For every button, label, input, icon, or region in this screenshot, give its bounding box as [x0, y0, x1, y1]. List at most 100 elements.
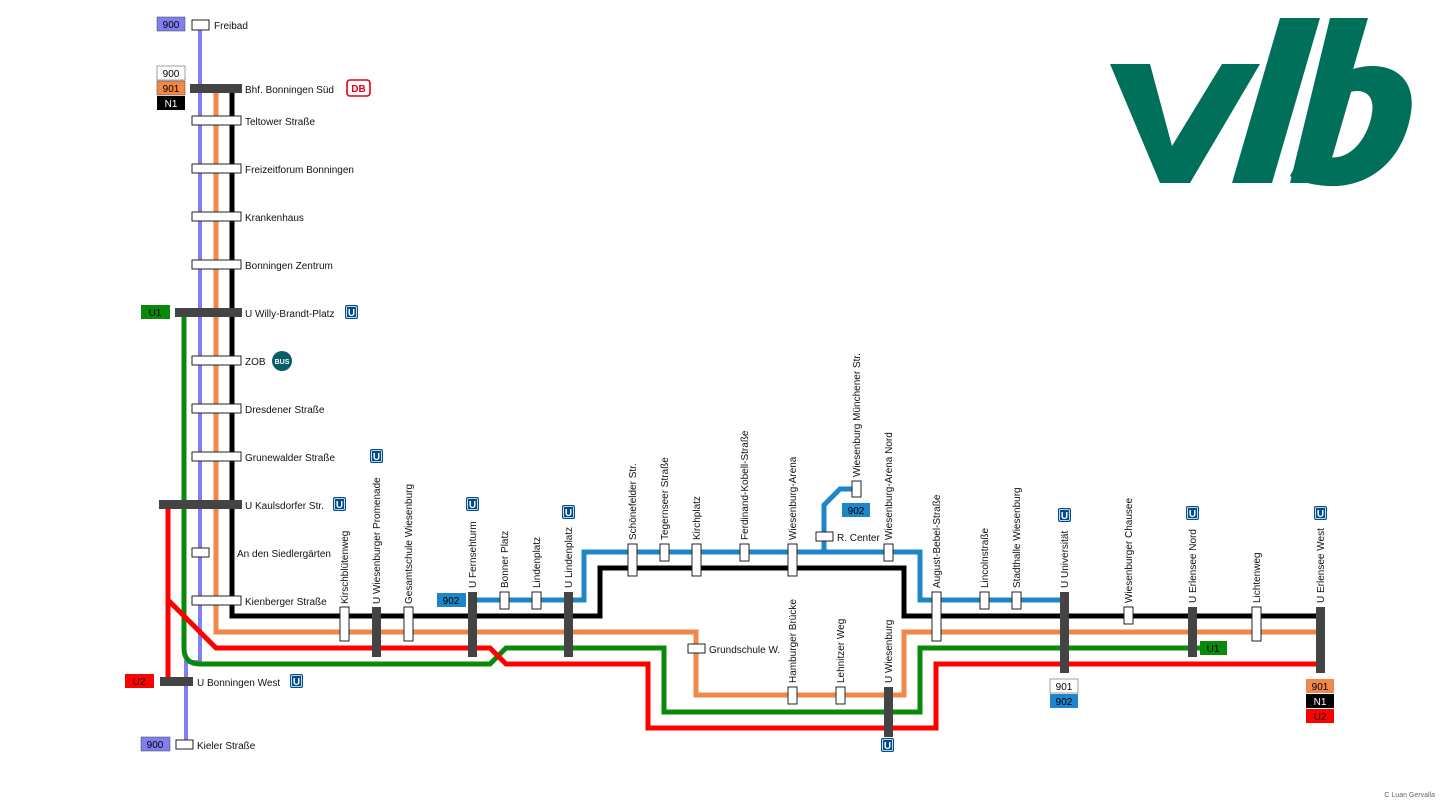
- tag-U1-erlensee-nord[interactable]: U1: [1200, 641, 1227, 655]
- stop-august-bebel[interactable]: [931, 591, 942, 642]
- label-gesamtschule: Gesamtschule Wiesenburg: [404, 484, 415, 604]
- stop-arena-nord[interactable]: [883, 543, 894, 562]
- stop-erlensee-nord[interactable]: [1188, 607, 1197, 657]
- line-N1-path: [229, 88, 1320, 619]
- stop-u-universitaet[interactable]: [1060, 592, 1069, 673]
- tag-901-universitaet[interactable]: 901: [1049, 678, 1079, 694]
- stop-bonner-platz[interactable]: [499, 591, 510, 610]
- svg-text:N1: N1: [1314, 697, 1327, 708]
- stop-zob[interactable]: [191, 355, 242, 366]
- stop-lehnitzer[interactable]: [835, 686, 846, 705]
- svg-text:U: U: [373, 452, 380, 463]
- tag-N1-erlensee-west[interactable]: N1: [1306, 694, 1334, 708]
- ubahn-icons: U U U U U U U U: [290, 305, 1327, 752]
- svg-text:U1: U1: [1207, 644, 1220, 655]
- stop-willy-brandt[interactable]: [175, 308, 242, 317]
- stop-muenchener[interactable]: [851, 480, 862, 498]
- tag-901-bhf[interactable]: 901: [156, 80, 186, 96]
- stop-lindenplatz[interactable]: [531, 591, 542, 610]
- stop-freizeitforum[interactable]: [191, 163, 242, 174]
- stop-kieler[interactable]: [175, 739, 194, 750]
- line-tags: 900 900 901 N1 U1 U2 900: [125, 16, 1334, 752]
- stop-fernsehturm[interactable]: [468, 592, 477, 657]
- label-u-wiesenburg: U Wiesenburg: [884, 620, 895, 683]
- stop-stadthalle[interactable]: [1011, 591, 1022, 610]
- tag-902-fernsehturm[interactable]: 902: [437, 593, 466, 607]
- stop-hamburger-bruecke[interactable]: [787, 686, 798, 705]
- stop-chausee[interactable]: [1123, 606, 1134, 625]
- label-ferdinand: Ferdinand-Kobell-Straße: [740, 430, 751, 540]
- tag-U2-bonningen-west[interactable]: U2: [125, 674, 154, 688]
- stop-kienberger[interactable]: [191, 595, 242, 606]
- svg-text:U: U: [1189, 509, 1196, 520]
- line-902-path: [470, 549, 1064, 603]
- stop-kirschbluetenweg[interactable]: [339, 606, 350, 642]
- tag-901-erlensee-west[interactable]: 901: [1306, 679, 1334, 693]
- tag-902-universitaet[interactable]: 902: [1050, 694, 1078, 708]
- svg-text:DB: DB: [351, 84, 365, 95]
- stop-freibad[interactable]: [191, 19, 210, 31]
- label-krankenhaus: Krankenhaus: [245, 213, 304, 224]
- tag-U2-erlensee-west[interactable]: U2: [1306, 709, 1334, 723]
- label-bhf-bonningen-sued: Bhf. Bonningen Süd: [245, 85, 334, 96]
- stop-lichtenweg[interactable]: [1251, 606, 1262, 642]
- ubahn-icon: U: [562, 505, 575, 519]
- line-900-path: [184, 25, 202, 745]
- stop-bhf-bonningen-sued[interactable]: [190, 84, 242, 93]
- stop-kirchplatz[interactable]: [691, 543, 702, 577]
- stop-grunewalder[interactable]: [191, 451, 242, 462]
- stop-bonningen-west[interactable]: [160, 677, 193, 686]
- label-erlensee-west: U Erlensee West: [1316, 528, 1327, 603]
- ubahn-icon: U: [333, 497, 346, 511]
- svg-text:U2: U2: [1314, 712, 1327, 723]
- stop-krankenhaus[interactable]: [191, 211, 242, 222]
- line-U2-path: [165, 504, 1320, 731]
- label-fernsehturm: U Fernsehturm: [468, 521, 479, 588]
- stop-schoenefelder[interactable]: [627, 543, 638, 577]
- stop-ferdinand[interactable]: [739, 543, 750, 562]
- label-tegernseer: Tegernseer Straße: [660, 457, 671, 540]
- stop-r-center[interactable]: [815, 531, 834, 542]
- label-arena-nord: Wiesenburg-Arena Nord: [884, 432, 895, 540]
- line-U1-path: [181, 312, 1210, 715]
- label-siedlergaerten: An den Siedlergärten: [237, 549, 331, 560]
- svg-text:N1: N1: [165, 99, 178, 110]
- tag-900-kieler[interactable]: 900: [140, 736, 171, 752]
- svg-text:902: 902: [848, 506, 865, 517]
- tag-902-muenchener[interactable]: 902: [842, 503, 870, 517]
- tag-900-freibad[interactable]: 900: [156, 16, 186, 32]
- ubahn-icon: U: [1058, 508, 1071, 522]
- trunk-labels: Freibad Bhf. Bonningen Süd Teltower Stra…: [197, 21, 880, 752]
- stop-u-wiesenburg[interactable]: [884, 687, 893, 737]
- stop-gesamtschule[interactable]: [403, 606, 414, 642]
- svg-text:900: 900: [147, 740, 164, 751]
- label-kieler: Kieler Straße: [197, 741, 256, 752]
- svg-text:U: U: [884, 741, 891, 752]
- label-teltower: Teltower Straße: [245, 117, 315, 128]
- ubahn-icon: U: [1186, 506, 1199, 520]
- stop-u-lindenplatz[interactable]: [564, 592, 573, 657]
- svg-text:U: U: [293, 677, 300, 688]
- rotated-labels: Kirschblütenweg U Wiesenburger Promenade…: [340, 353, 1327, 683]
- tag-N1-bhf[interactable]: N1: [157, 96, 185, 110]
- stop-kaulsdorfer[interactable]: [159, 500, 242, 509]
- stop-tegernseer[interactable]: [659, 543, 670, 562]
- stop-grundschule[interactable]: [687, 643, 706, 654]
- tag-U1-willy-brandt[interactable]: U1: [141, 305, 170, 319]
- svg-text:U: U: [1317, 509, 1324, 520]
- vlb-logo: [1110, 18, 1412, 187]
- svg-text:901: 901: [163, 84, 180, 95]
- label-lincolnstrasse: Lincolnstraße: [980, 528, 991, 588]
- stop-dresdener[interactable]: [191, 403, 242, 414]
- stop-bonningen-zentrum[interactable]: [191, 259, 242, 270]
- ubahn-icon: U: [466, 497, 479, 511]
- stop-erlensee-west[interactable]: [1316, 607, 1325, 673]
- ubahn-icon: U: [1314, 506, 1327, 520]
- tag-900-bhf[interactable]: 900: [156, 65, 186, 81]
- stop-wiesenburg-arena[interactable]: [787, 543, 798, 577]
- stop-lincolnstrasse[interactable]: [979, 591, 990, 610]
- stop-teltower[interactable]: [191, 115, 242, 126]
- stop-wiesenburger-promenade[interactable]: [372, 607, 381, 657]
- stop-siedlergaerten[interactable]: [191, 547, 210, 558]
